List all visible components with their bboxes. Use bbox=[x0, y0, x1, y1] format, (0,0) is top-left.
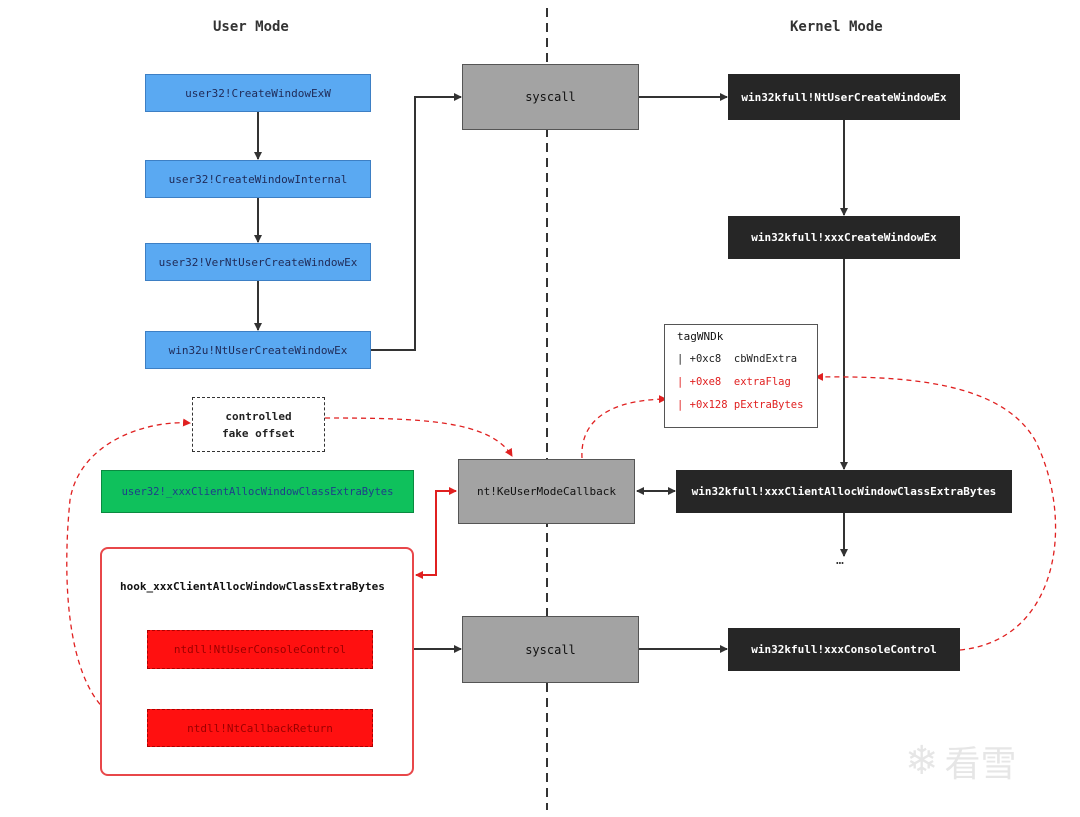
red-arrow-return-controlled bbox=[66, 418, 191, 728]
node-ver-nt-user-create: user32!VerNtUserCreateWindowEx bbox=[145, 243, 371, 281]
node-win32u-nt-user-create: win32u!NtUserCreateWindowEx bbox=[145, 331, 371, 369]
hook-title: hook_xxxClientAllocWindowClassExtraBytes bbox=[120, 580, 385, 593]
node-xxx-create-window: win32kfull!xxxCreateWindowEx bbox=[728, 216, 960, 259]
red-arrow-callback-hook bbox=[415, 487, 457, 579]
tagwnd-rows: | +0xc8 cbWndExtra | +0xe8 extraFlag | +0x… bbox=[677, 348, 817, 417]
tagwnd-title: tagWNDk bbox=[677, 330, 724, 343]
node-ntdll-callback-return: ntdll!NtCallbackReturn bbox=[147, 709, 373, 747]
node-xxx-console-control: win32kfull!xxxConsoleControl bbox=[728, 628, 960, 671]
node-xxx-client-alloc-kernel: win32kfull!xxxClientAllocWindowClassExtr… bbox=[676, 470, 1012, 513]
node-create-window-internal: user32!CreateWindowInternal bbox=[145, 160, 371, 198]
tagwnd-struct: tagWNDk | +0xc8 cbWndExtra | +0xe8 extraF… bbox=[664, 324, 818, 428]
controlled-line-2: fake offset bbox=[222, 426, 295, 440]
tagwnd-field: | +0x128 pExtraBytes bbox=[677, 399, 804, 411]
user-mode-header: User Mode bbox=[213, 19, 289, 35]
snowflake-icon: ❄ bbox=[905, 738, 939, 784]
node-create-window-exw: user32!CreateWindowExW bbox=[145, 74, 371, 112]
watermark-text: 看雪 bbox=[944, 744, 1017, 785]
controlled-line-1: controlled bbox=[225, 409, 292, 423]
tagwnd-field: | +0xc8 cbWndExtra bbox=[677, 353, 798, 365]
red-arrow-controlled-callback bbox=[324, 417, 513, 457]
node-ntdll-console-control: ntdll!NtUserConsoleControl bbox=[147, 630, 373, 669]
arrow-win32u-syscall bbox=[370, 93, 462, 351]
red-arrow-console-extraflag bbox=[815, 372, 1057, 651]
tagwnd-field: | +0xe8 extraFlag bbox=[677, 376, 791, 388]
red-arrow-callback-pextra bbox=[581, 395, 667, 459]
node-user-xxx-client-alloc: user32!_xxxClientAllocWindowClassExtraBy… bbox=[101, 470, 414, 513]
kernel-mode-header: Kernel Mode bbox=[790, 19, 883, 35]
watermark-logo: ❄ 看雪 bbox=[905, 735, 1017, 787]
node-ke-user-mode-callback: nt!KeUserModeCallback bbox=[458, 459, 635, 524]
node-syscall-top: syscall bbox=[462, 64, 639, 130]
kernel-ellipsis: … bbox=[836, 553, 844, 568]
node-syscall-bottom: syscall bbox=[462, 616, 639, 683]
node-nt-user-create-kernel: win32kfull!NtUserCreateWindowEx bbox=[728, 74, 960, 120]
controlled-fake-offset: controlled fake offset bbox=[192, 397, 325, 452]
